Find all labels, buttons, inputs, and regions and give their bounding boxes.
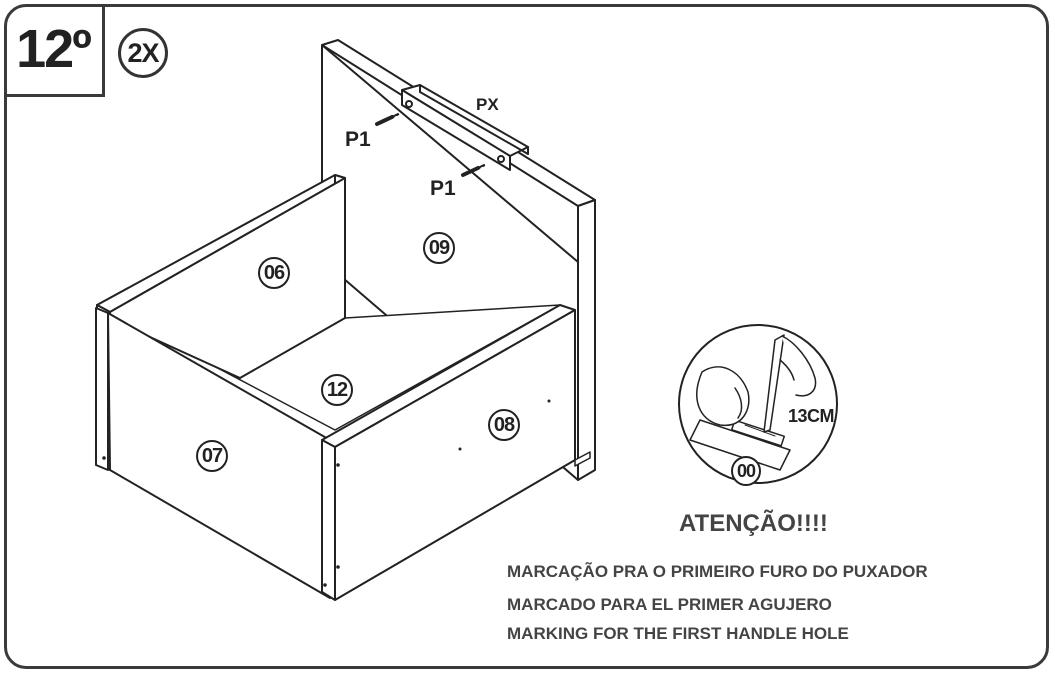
- part-label-07: 07: [196, 440, 228, 472]
- notice-title: ATENÇÃO!!!!: [679, 510, 828, 537]
- part-label-12: 12: [321, 374, 353, 406]
- measuring-inset: [678, 324, 838, 484]
- handle-label: PX: [476, 95, 499, 114]
- step-number: 12º: [16, 19, 92, 79]
- instruction-frame: [4, 4, 1049, 669]
- part-label-08: 08: [488, 409, 520, 441]
- notice-line-portuguese: MARCAÇÃO PRA O PRIMEIRO FURO DO PUXADOR: [507, 562, 928, 581]
- quantity-badge: 2X: [118, 28, 168, 78]
- handle-px: [401, 84, 529, 171]
- measurement-label: 13CM: [788, 406, 835, 426]
- screw-p1-bottom: [461, 164, 487, 177]
- part-label-06: 06: [258, 257, 290, 289]
- step-number-box: 12º: [4, 4, 105, 97]
- part-label-09: 09: [423, 232, 455, 264]
- side-panel-06: [96, 174, 346, 379]
- screw-label-top: P1: [345, 128, 371, 151]
- part-label-00: 00: [731, 456, 761, 486]
- screw-label-bottom: P1: [430, 177, 456, 200]
- notice-line-english: MARKING FOR THE FIRST HANDLE HOLE: [507, 624, 849, 643]
- notice-line-spanish: MARCADO PARA EL PRIMER AGUJERO: [507, 595, 832, 614]
- screw-holes: [102, 399, 551, 587]
- side-panel-08: [321, 304, 591, 601]
- screw-p1-top: [375, 113, 401, 126]
